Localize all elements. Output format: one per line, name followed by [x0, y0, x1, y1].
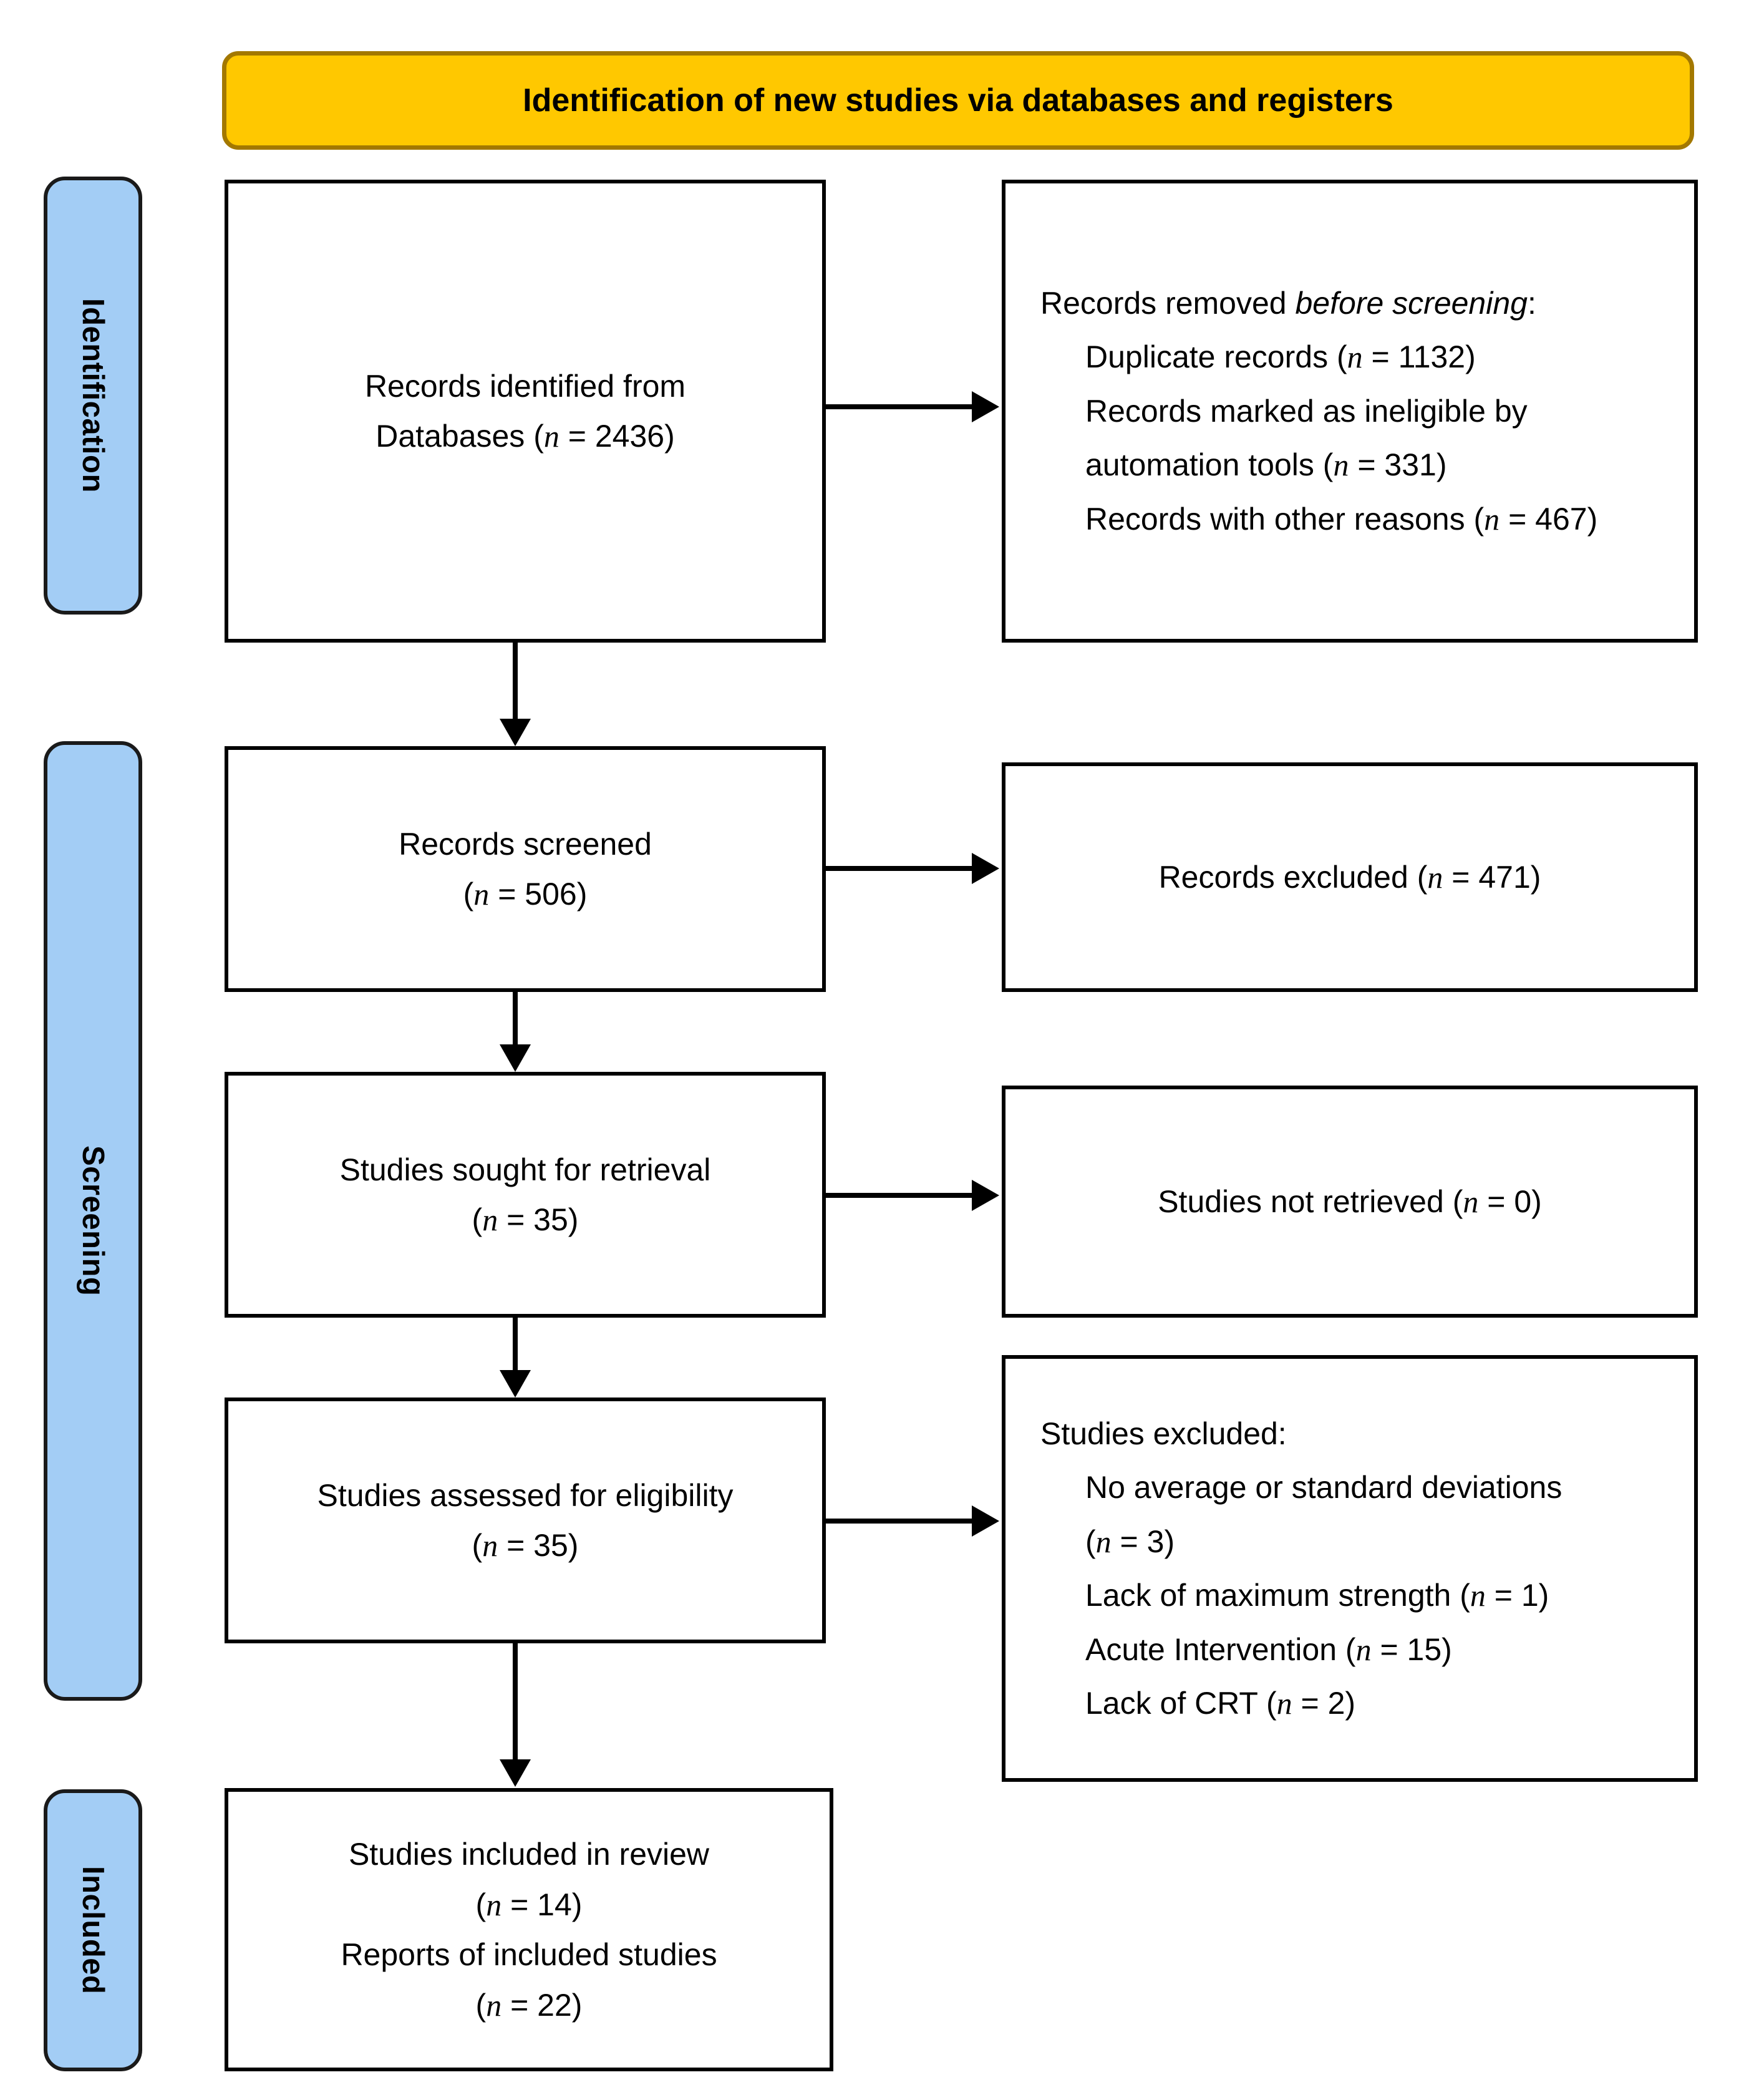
studies-assessed-line2: (n = 35) [472, 1528, 579, 1563]
connector-identified-to-screened [513, 641, 518, 724]
banner-title: Identification of new studies via databa… [523, 82, 1393, 119]
box-studies-not-retrieved: Studies not retrieved (n = 0) [1002, 1086, 1698, 1318]
studies-included-line1: Studies included in review [348, 1837, 710, 1872]
studies-excluded-item-acute-intervention: Acute Intervention (n = 15) [1085, 1631, 1452, 1667]
box-records-removed: Records removed before screening: Duplic… [1002, 180, 1698, 643]
studies-excluded-item-lack-crt: Lack of CRT (n = 2) [1085, 1686, 1356, 1721]
box-records-excluded: Records excluded (n = 471) [1002, 762, 1698, 992]
arrowhead-down-icon [500, 1044, 531, 1072]
arrowhead-down-icon [500, 1370, 531, 1398]
arrowhead-right-icon [972, 1505, 999, 1537]
connector-screened-to-sought [513, 991, 518, 1047]
box-studies-sought: Studies sought for retrieval (n = 35) [225, 1072, 826, 1318]
connector-identified-to-removed [825, 404, 974, 409]
records-identified-line2: Databases (n = 2436) [375, 419, 675, 454]
studies-included-line3: Reports of included studies [341, 1937, 717, 1972]
studies-excluded-item-no-average-a: No average or standard deviations [1085, 1470, 1562, 1505]
studies-sought-line1: Studies sought for retrieval [339, 1152, 711, 1187]
arrowhead-down-icon [500, 719, 531, 746]
records-screened-line2: (n = 506) [463, 877, 588, 911]
records-excluded-line1: Records excluded (n = 471) [1158, 859, 1541, 895]
records-removed-item-ineligible-a: Records marked as ineligible by [1085, 393, 1528, 429]
box-studies-excluded: Studies excluded: No average or standard… [1002, 1355, 1698, 1782]
studies-excluded-item-no-average-b: (n = 3) [1085, 1524, 1175, 1559]
studies-sought-line2: (n = 35) [472, 1202, 579, 1237]
studies-assessed-line1: Studies assessed for eligibility [317, 1477, 734, 1513]
arrowhead-right-icon [972, 1180, 999, 1211]
arrowhead-down-icon [500, 1759, 531, 1787]
studies-excluded-item-max-strength: Lack of maximum strength (n = 1) [1085, 1578, 1549, 1613]
records-removed-item-ineligible-b: automation tools (n = 331) [1085, 447, 1447, 483]
records-screened-line1: Records screened [399, 826, 652, 862]
phase-bar-screening: Screening [44, 741, 142, 1701]
phase-bar-included: Included [44, 1789, 142, 2071]
connector-sought-to-not-retrieved [825, 1193, 974, 1198]
studies-not-retrieved-line1: Studies not retrieved (n = 0) [1158, 1184, 1542, 1219]
connector-screened-to-excluded [825, 866, 974, 871]
records-removed-heading: Records removed before screening: [1040, 285, 1536, 321]
records-identified-line1: Records identified from [364, 368, 686, 404]
records-removed-item-other: Records with other reasons (n = 467) [1085, 501, 1598, 537]
connector-sought-to-assessed [513, 1316, 518, 1371]
box-records-screened: Records screened (n = 506) [225, 746, 826, 992]
diagram-banner: Identification of new studies via databa… [222, 51, 1694, 150]
records-removed-item-duplicates: Duplicate records (n = 1132) [1085, 339, 1476, 375]
phase-label-screening: Screening [76, 1145, 110, 1296]
studies-included-line2: (n = 14) [475, 1887, 583, 1922]
box-studies-included: Studies included in review (n = 14) Repo… [225, 1788, 833, 2071]
studies-included-line4: (n = 22) [475, 1987, 583, 2023]
box-records-identified: Records identified from Databases (n = 2… [225, 180, 826, 643]
box-studies-assessed: Studies assessed for eligibility (n = 35… [225, 1398, 826, 1643]
phase-label-identification: Identification [76, 298, 110, 493]
studies-excluded-heading: Studies excluded: [1040, 1416, 1287, 1451]
phase-label-included: Included [76, 1866, 110, 1995]
phase-bar-identification: Identification [44, 177, 142, 615]
arrowhead-right-icon [972, 391, 999, 422]
connector-assessed-to-studies-excluded [825, 1519, 974, 1524]
connector-assessed-to-included [513, 1642, 518, 1761]
arrowhead-right-icon [972, 853, 999, 884]
